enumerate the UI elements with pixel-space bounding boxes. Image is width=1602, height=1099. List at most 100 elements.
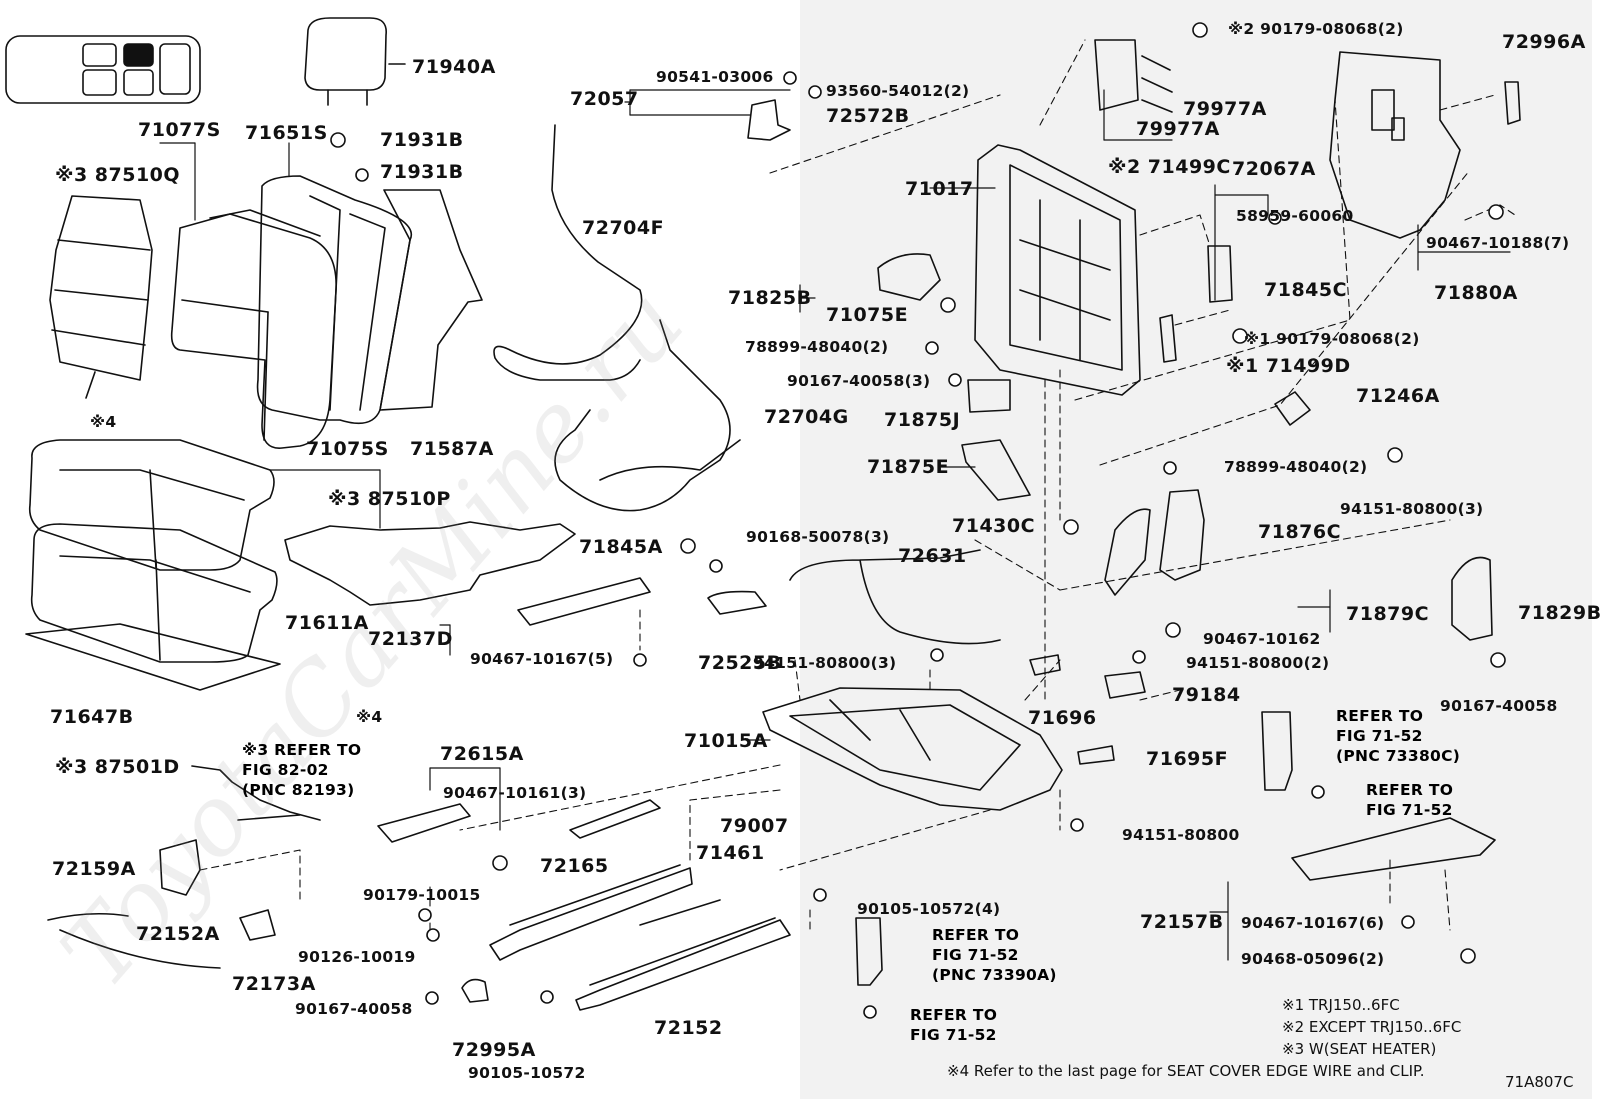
part-label: 90167-40058(3) [787, 372, 931, 390]
cover-71879c [1104, 508, 1151, 596]
part-label: 71246A [1356, 385, 1440, 407]
bracket-72572b [747, 99, 791, 141]
back-board [379, 189, 483, 411]
part-label: 94151-80800(2) [1186, 654, 1330, 672]
pad-71695f [1077, 745, 1115, 765]
part-label: 71845C [1264, 279, 1348, 301]
seat-back-pad [256, 175, 413, 425]
part-label: 72173A [232, 973, 316, 995]
part-label: 71879C [1346, 603, 1430, 625]
part-label: 79007 [720, 815, 789, 837]
shaded-panel [800, 0, 1592, 1099]
part-label: 90105-10572(4) [857, 900, 1001, 918]
part-label: 72057 [570, 88, 639, 110]
part-label: ※4 [356, 708, 383, 726]
part-label: 94151-80800 [1122, 826, 1240, 844]
part-label: 72525B [698, 652, 782, 674]
part-label: 72995A [452, 1039, 536, 1061]
part-label: 71931B [380, 129, 464, 151]
latch-71246a [1274, 391, 1311, 426]
cover-71829b [1451, 556, 1493, 641]
part-label: 71880A [1434, 282, 1518, 304]
part-label: 72704F [582, 217, 665, 239]
plate-72137d [517, 577, 651, 626]
bracket-71875e [961, 439, 1031, 501]
hook-72996a [1504, 81, 1521, 125]
part-label: 78899-48040(2) [1224, 458, 1368, 476]
part-label: 72631 [898, 545, 967, 567]
note-2: ※2 EXCEPT TRJ150..6FC [1282, 1018, 1462, 1036]
bracket-71696 [1029, 654, 1061, 676]
part-label: 90167-40058 [295, 1000, 413, 1018]
seat-back-frame [974, 144, 1141, 396]
figure-code: 71A807C [1505, 1073, 1574, 1091]
latch-71499d [1159, 314, 1177, 363]
part-label: 90467-10162 [1203, 630, 1321, 648]
back-panel [1329, 51, 1461, 239]
cover-72995a [461, 978, 489, 1003]
part-label: 71940A [412, 56, 496, 78]
seat-back-cover [170, 209, 337, 449]
bracket-72615a [377, 803, 471, 843]
part-label: 90467-10167(6) [1241, 914, 1385, 932]
bracket-79977a [1141, 55, 1173, 113]
part-label: 90126-10019 [298, 948, 416, 966]
part-label: 72137D [368, 628, 453, 650]
part-label: 90105-10572 [468, 1064, 586, 1082]
part-label: ※1 90179-08068(2) [1244, 330, 1420, 348]
lock-71499c [1094, 39, 1139, 111]
cable-72631 [789, 549, 1001, 645]
plate-72157b [1291, 817, 1496, 881]
part-label: 71075S [306, 438, 389, 460]
part-label: 90468-05096(2) [1241, 950, 1385, 968]
bracket-71875j [967, 379, 1011, 413]
leader-lines [159, 89, 1511, 961]
part-label: 71587A [410, 438, 494, 460]
part-label: 71075E [826, 304, 909, 326]
part-label: 94151-80800(3) [753, 654, 897, 672]
part-label: 94151-80800(3) [1340, 500, 1484, 518]
part-label: 71875E [867, 456, 950, 478]
note-3: ※3 W(SEAT HEATER) [1282, 1040, 1437, 1058]
wire-72173a [47, 912, 221, 969]
bracket-72152a [239, 909, 276, 941]
part-label: ※1 71499D [1226, 355, 1351, 377]
belt-buckle-73390a [855, 917, 883, 986]
headrest-shape [304, 17, 406, 106]
note-1: ※1 TRJ150..6FC [1282, 996, 1400, 1014]
part-label: 71017 [905, 178, 974, 200]
fasteners [330, 22, 1506, 1019]
part-label: 71825B [728, 287, 812, 309]
part-label: 72615A [440, 743, 524, 765]
locator-icon [5, 35, 201, 104]
part-label: 71845A [579, 536, 663, 558]
part-label: 71647B [50, 706, 134, 728]
part-label: 72152A [136, 923, 220, 945]
part-label: 90467-10167(5) [470, 650, 614, 668]
part-label: 71696 [1028, 707, 1097, 729]
part-label: 79977A [1183, 98, 1267, 120]
part-label: ※3 87510P [328, 488, 451, 510]
part-label: 72157B [1140, 911, 1224, 933]
bracket-72159a [159, 839, 201, 896]
part-label: 78899-48040(2) [745, 338, 889, 356]
part-label: 79184 [1172, 684, 1241, 706]
part-label: ※3 87501D [55, 756, 180, 778]
part-label: 72165 [540, 855, 609, 877]
part-label: 71430C [952, 515, 1036, 537]
part-label: 72159A [52, 858, 136, 880]
part-label: 90467-10188(7) [1426, 234, 1570, 252]
part-label: ※2 90179-08068(2) [1228, 20, 1404, 38]
part-label: 93560-54012(2) [826, 82, 970, 100]
dashed-guides [199, 39, 1516, 931]
part-label: 72572B [826, 105, 910, 127]
seat-slide-rails [489, 864, 791, 1011]
part-label: 79977A [1136, 118, 1220, 140]
part-label: 90168-50078(3) [746, 528, 890, 546]
part-label: 90167-40058 [1440, 697, 1558, 715]
seat-cushion-frame [762, 687, 1063, 811]
